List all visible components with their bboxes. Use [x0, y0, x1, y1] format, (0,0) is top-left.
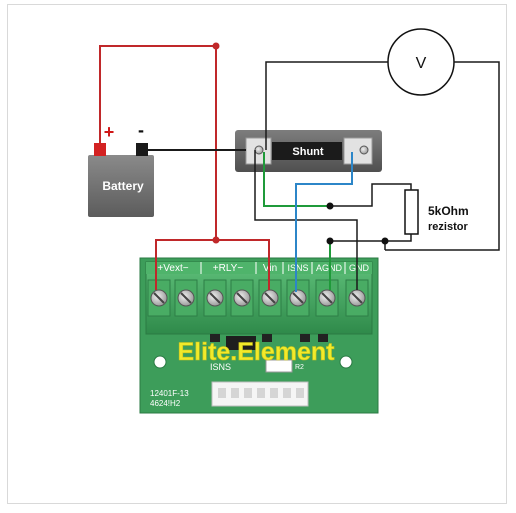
red-wire-main [99, 45, 217, 290]
shunt-left-screw[interactable] [254, 145, 264, 155]
terminal-rly-minus[interactable] [230, 279, 254, 317]
terminal-sns[interactable] [286, 279, 310, 317]
smd-component [210, 334, 220, 342]
controller-board: +Vext− +RLY− Vin ISNS AGND GND [139, 257, 379, 414]
resistor-label: rezistor [428, 221, 468, 233]
blue-wire-sns [295, 152, 353, 292]
battery-label: Battery [102, 179, 144, 193]
isns-label: ISNS [210, 362, 231, 372]
r2-component [265, 359, 293, 373]
voltmeter-label: V [416, 55, 427, 72]
junction-dot [326, 202, 334, 210]
black-junctions [326, 202, 389, 245]
r2-label: R2 [295, 364, 304, 371]
smd-component [300, 334, 310, 342]
resistor-body [404, 189, 419, 235]
header-sns: ISNS [287, 263, 308, 273]
black-wire-resistor-top [330, 183, 412, 207]
voltmeter: V [387, 28, 455, 96]
terminal-rly-plus[interactable] [203, 279, 227, 317]
terminal-vext-plus[interactable] [147, 279, 171, 317]
ic-chip [226, 336, 256, 350]
terminal-vext-minus[interactable] [174, 279, 198, 317]
screw-terminals [147, 279, 369, 317]
terminal-vin[interactable] [258, 279, 282, 317]
diagram-frame [7, 4, 507, 504]
shunt-right-screw[interactable] [359, 145, 369, 155]
mount-hole-right [339, 355, 353, 369]
shunt-element [272, 142, 342, 160]
black-wire-gnd [254, 150, 358, 290]
smd-component [318, 334, 328, 342]
junction-dot [212, 236, 220, 244]
shunt: Shunt [235, 130, 382, 172]
resistor: 5kOhm rezistor [404, 189, 469, 235]
green-wire-top [263, 152, 330, 207]
junction-dot [381, 237, 389, 245]
red-wire-vin [216, 239, 270, 290]
red-junctions [212, 42, 220, 244]
header-rly: +RLY− [213, 263, 244, 274]
terminal-agnd[interactable] [315, 279, 339, 317]
wires [99, 45, 500, 292]
board-code-1: 12401F-13 [150, 389, 189, 398]
battery-body [88, 155, 154, 217]
junction-dot [326, 237, 334, 245]
black-wire-voltmeter-left [265, 61, 388, 150]
header-vext: +Vext− [157, 263, 188, 274]
brand-text: Elite.Element [178, 338, 336, 366]
battery-minus-sign: - [138, 120, 144, 140]
black-wire-resistor-bottom [330, 234, 412, 242]
mount-hole-left [153, 355, 167, 369]
shunt-label: Shunt [292, 146, 323, 158]
terminal-gnd[interactable] [345, 279, 369, 317]
resistor-value: 5kOhm [428, 204, 469, 218]
junction-dot [212, 42, 220, 50]
black-wire-voltmeter-right [385, 61, 500, 251]
battery-negative-terminal[interactable] [136, 143, 148, 156]
board-code-2: 4624!H2 [150, 399, 181, 408]
battery-plus-sign: + [104, 122, 115, 142]
header-gnd: GND [349, 263, 370, 273]
battery-positive-terminal[interactable] [94, 143, 106, 156]
smd-component [262, 334, 272, 342]
battery: Battery + - [88, 120, 154, 217]
